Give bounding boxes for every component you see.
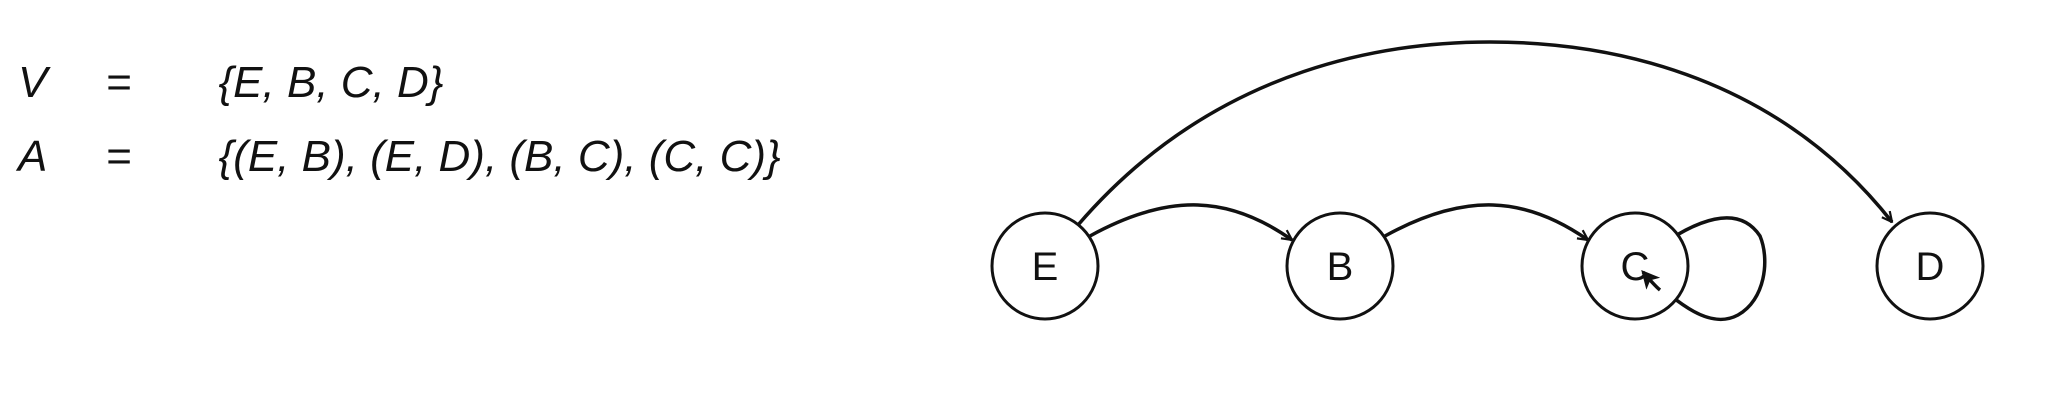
node-c-label: C [1621, 245, 1650, 289]
arc-set-equation: A = {(E, B), (E, D), (B, C), (C, C)} [18, 131, 781, 183]
edge-e-d [1076, 40, 1892, 227]
edge-e-b [1089, 203, 1292, 242]
node-c: C [1580, 211, 1690, 321]
arc-set-value: {(E, B), (E, D), (B, C), (C, C)} [218, 132, 781, 181]
edge-b-c [1384, 203, 1588, 242]
vertex-set-value: {E, B, C, D} [218, 58, 444, 107]
arc-set-symbol: A [18, 132, 48, 181]
vertex-set-symbol: V [18, 58, 48, 107]
node-e: E [990, 211, 1100, 321]
equals-sign: = [106, 58, 132, 107]
node-e-label: E [1032, 245, 1059, 289]
equals-sign: = [106, 132, 132, 181]
node-d: D [1875, 211, 1985, 321]
edge-c-c-self-loop [1634, 216, 1767, 322]
node-b-label: B [1327, 245, 1354, 289]
self-loop-arrowhead [1643, 272, 1662, 292]
node-b: B [1285, 211, 1395, 321]
vertex-set-equation: V = {E, B, C, D} [18, 57, 443, 109]
node-d-label: D [1916, 245, 1945, 289]
